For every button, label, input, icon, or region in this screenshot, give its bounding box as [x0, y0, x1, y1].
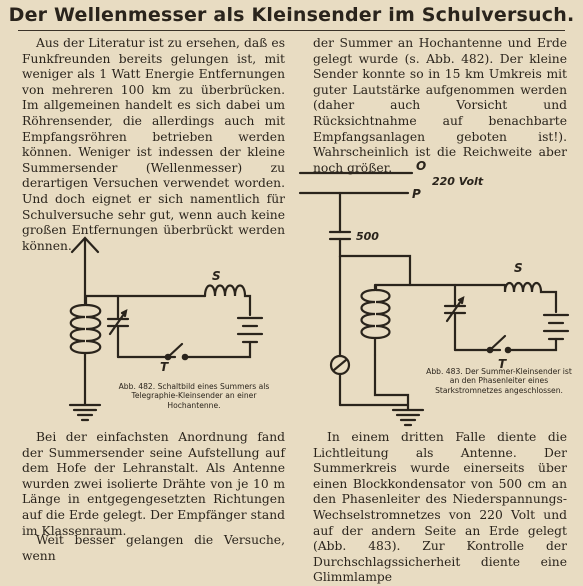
fig482-label-t: T	[160, 360, 169, 374]
antenna-coil-482-icon	[69, 298, 87, 362]
buzzer-coil-483-icon	[503, 281, 558, 314]
title-rule	[18, 30, 565, 31]
coupling-coil-482-icon	[84, 303, 102, 355]
buzzer-coil-482-icon	[203, 284, 252, 317]
coupling-coil-483-icon	[374, 288, 391, 340]
figure-483-circuit	[298, 171, 570, 427]
left-paragraph-3: Weit besser gelangen die Versuche, wenn	[22, 533, 285, 563]
ground-482-icon	[68, 358, 102, 422]
variable-capacitor-482-icon	[106, 294, 130, 359]
figure-482-caption: Abb. 482. Schaltbild eines Summers als T…	[118, 382, 270, 410]
antenna-arrow-icon	[70, 236, 100, 302]
fig483-label-volt: 220 Volt	[432, 175, 484, 188]
left-paragraph-2: Bei der einfachsten Anordnung fand der S…	[22, 430, 285, 538]
left-paragraph-1: Aus der Literatur ist zu ersehen, daß es…	[22, 36, 285, 253]
circuit-diagrams: S T O P 220 Volt 500 S T	[68, 159, 570, 427]
key-483-icon	[453, 334, 507, 352]
fig483-label-o: O	[416, 159, 426, 173]
key-482-icon	[116, 342, 184, 359]
fig483-label-capacitor: 500	[356, 230, 379, 243]
ground-483-icon	[391, 403, 425, 427]
article-title: Der Wellenmesser als Kleinsender im Schu…	[8, 4, 575, 26]
fig483-label-s: S	[514, 261, 523, 275]
fig482-label-s: S	[212, 269, 221, 283]
right-paragraph-1: der Summer an Hochantenne und Erde geleg…	[313, 36, 567, 175]
figure-482-circuit	[68, 236, 264, 422]
variable-capacitor-483-icon	[443, 283, 467, 352]
fig483-label-t: T	[498, 357, 507, 371]
figure-483-caption: Abb. 483. Der Summer-Kleinsender ist an …	[426, 367, 572, 395]
antenna-coil-483-icon	[360, 283, 377, 357]
battery-482-icon	[236, 316, 264, 344]
fig483-label-p: P	[412, 187, 421, 201]
battery-483-icon	[542, 313, 570, 341]
